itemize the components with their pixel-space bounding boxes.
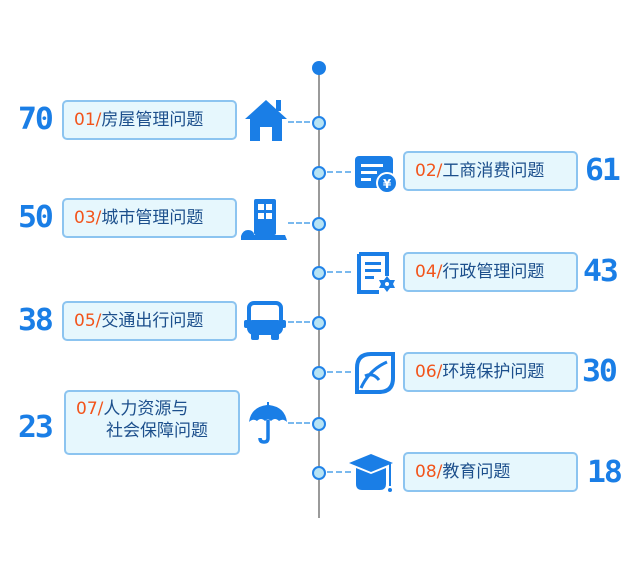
connector [288,222,310,224]
item-value: 23 [18,410,54,445]
item-label-box: 04/ 行政管理问题 [403,252,578,292]
item-value: 50 [18,200,54,235]
timeline-node [312,366,326,380]
leaf-icon [353,350,399,396]
item-value: 43 [583,254,619,289]
item-label-box: 06/ 环境保护问题 [403,352,578,392]
item-index: 08/ [415,462,443,482]
timeline-node [312,417,326,431]
item-index: 03/ [74,208,102,228]
timeline-node [312,166,326,180]
connector [288,422,310,424]
graduation-cap-icon [349,450,395,496]
item-value: 30 [582,354,618,389]
item-label-box: 08/ 教育问题 [403,452,578,492]
item-label: 城市管理问题 [101,208,204,228]
timeline-node [312,116,326,130]
item-value: 38 [18,303,54,338]
item-index: 01/ [74,110,102,130]
svg-text:¥: ¥ [383,177,392,191]
connector [288,321,310,323]
item-label: 交通出行问题 [101,311,204,331]
item-label-line1: 人力资源与 [103,399,189,419]
timeline-node [312,466,326,480]
timeline-node [312,316,326,330]
item-label: 房屋管理问题 [101,110,204,130]
connector [288,121,310,123]
item-index: 05/ [74,311,102,331]
umbrella-icon [245,400,291,446]
timeline-node [312,266,326,280]
item-label: 教育问题 [442,462,511,482]
building-icon [241,196,287,242]
item-label-box: 07/人力资源与 社会保障问题 [64,390,240,455]
item-label: 行政管理问题 [442,262,545,282]
item-label-box: 05/ 交通出行问题 [62,301,237,341]
document-gear-icon [353,250,399,296]
item-label-box: 02/ 工商消费问题 [403,151,578,191]
item-value: 70 [18,102,54,137]
payment-card-yen-icon: ¥ [353,150,399,196]
timeline-start-dot [312,61,326,75]
item-label-box: 03/ 城市管理问题 [62,198,237,238]
connector [327,271,351,273]
timeline-node [312,217,326,231]
connector [327,471,351,473]
item-label: 环境保护问题 [442,362,545,382]
bus-icon [242,298,288,344]
item-index: 06/ [415,362,443,382]
item-value: 61 [585,153,621,188]
item-value: 18 [587,455,623,490]
connector [327,371,351,373]
house-icon [243,97,289,143]
item-index: 07/ [76,399,104,419]
item-label-box: 01/ 房屋管理问题 [62,100,237,140]
item-label: 工商消费问题 [442,161,545,181]
item-index: 04/ [415,262,443,282]
connector [327,171,351,173]
timeline-spine [318,68,320,518]
item-label-line2: 社会保障问题 [106,421,208,441]
item-index: 02/ [415,161,443,181]
